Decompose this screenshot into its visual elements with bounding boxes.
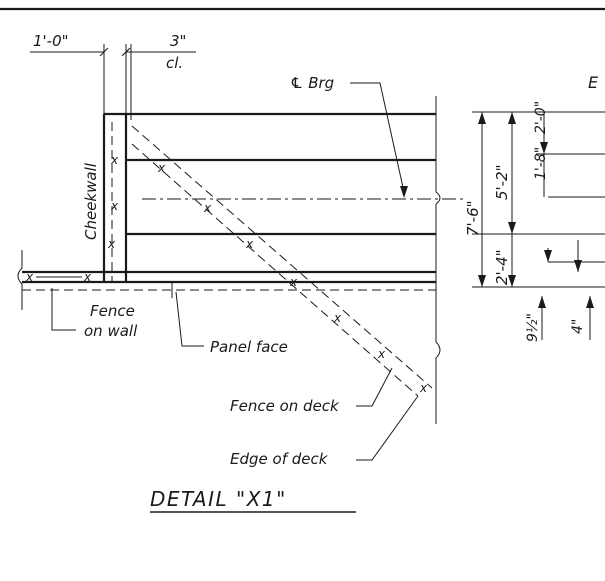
dim-arrow: [540, 142, 548, 154]
fence-on-wall-label-1: Fence: [90, 302, 135, 320]
break-line-right-upper: [435, 191, 441, 205]
bearing-leader-arrow: [400, 186, 408, 198]
dim-sub-upper-a-label: 2'-0": [533, 101, 549, 134]
fence-on-deck-label: Fence on deck: [230, 397, 340, 415]
bearing-leader: [350, 82, 405, 193]
edge-of-deck-label: Edge of deck: [230, 450, 329, 468]
fence-marker: x: [107, 237, 116, 251]
fence-marker: x: [83, 270, 92, 284]
dim-arrow: [478, 275, 486, 287]
fence-marker: x: [203, 201, 212, 215]
panel-face-label: Panel face: [210, 338, 288, 356]
fence-marker: x: [333, 311, 342, 325]
fence-marker: x: [25, 270, 34, 284]
dim-arrow: [508, 112, 516, 124]
dim-arrow: [508, 275, 516, 287]
dim-total-height-label: 7'-6": [464, 200, 482, 236]
cheekwall-label: Cheekwall: [82, 162, 100, 240]
panel-face-leader: [175, 291, 204, 347]
deck-diagonal-inner: [131, 143, 419, 397]
dim-clearance-bottom: cl.: [166, 54, 183, 72]
edge-of-deck-leader: [356, 395, 419, 461]
fence-marker: x: [419, 381, 428, 395]
dim-lower-height-label: 2'-4": [493, 249, 511, 285]
break-line-left: [17, 250, 23, 310]
dim-arrow: [544, 250, 552, 262]
detail-title: DETAIL "X1": [150, 487, 287, 511]
fence-marker: x: [110, 199, 119, 213]
fence-marker: x: [289, 275, 298, 289]
section-cut-letter: E: [588, 73, 599, 92]
dim-upper-height-label: 5'-2": [493, 164, 511, 200]
dim-bottom-depth-b-label: 4": [570, 319, 586, 334]
deck-diagonal-outer: [131, 125, 433, 389]
dim-arrow: [574, 260, 582, 272]
dim-arrow: [538, 296, 546, 308]
fence-on-wall-label-2: on wall: [84, 322, 138, 340]
dim-sub-upper-b-label: 1'-8": [533, 147, 549, 180]
fence-marker: x: [157, 161, 166, 175]
dim-arrow: [478, 112, 486, 124]
fence-on-deck-leader: [356, 367, 393, 407]
fence-marker: x: [110, 153, 119, 167]
fence-marker: x: [377, 347, 386, 361]
bearing-centerline-label: ℄ Brg: [290, 74, 334, 92]
fence-on-wall-leader: [51, 288, 76, 331]
dim-clearance-top: 3": [170, 32, 186, 50]
dim-bottom-depth-a-label: 9½": [525, 313, 541, 342]
fence-marker: x: [245, 237, 254, 251]
dim-arrow: [508, 222, 516, 234]
break-line-right-lower: [435, 341, 441, 359]
dim-cheekwall-width: 1'-0": [33, 32, 69, 50]
dim-arrow: [586, 296, 594, 308]
